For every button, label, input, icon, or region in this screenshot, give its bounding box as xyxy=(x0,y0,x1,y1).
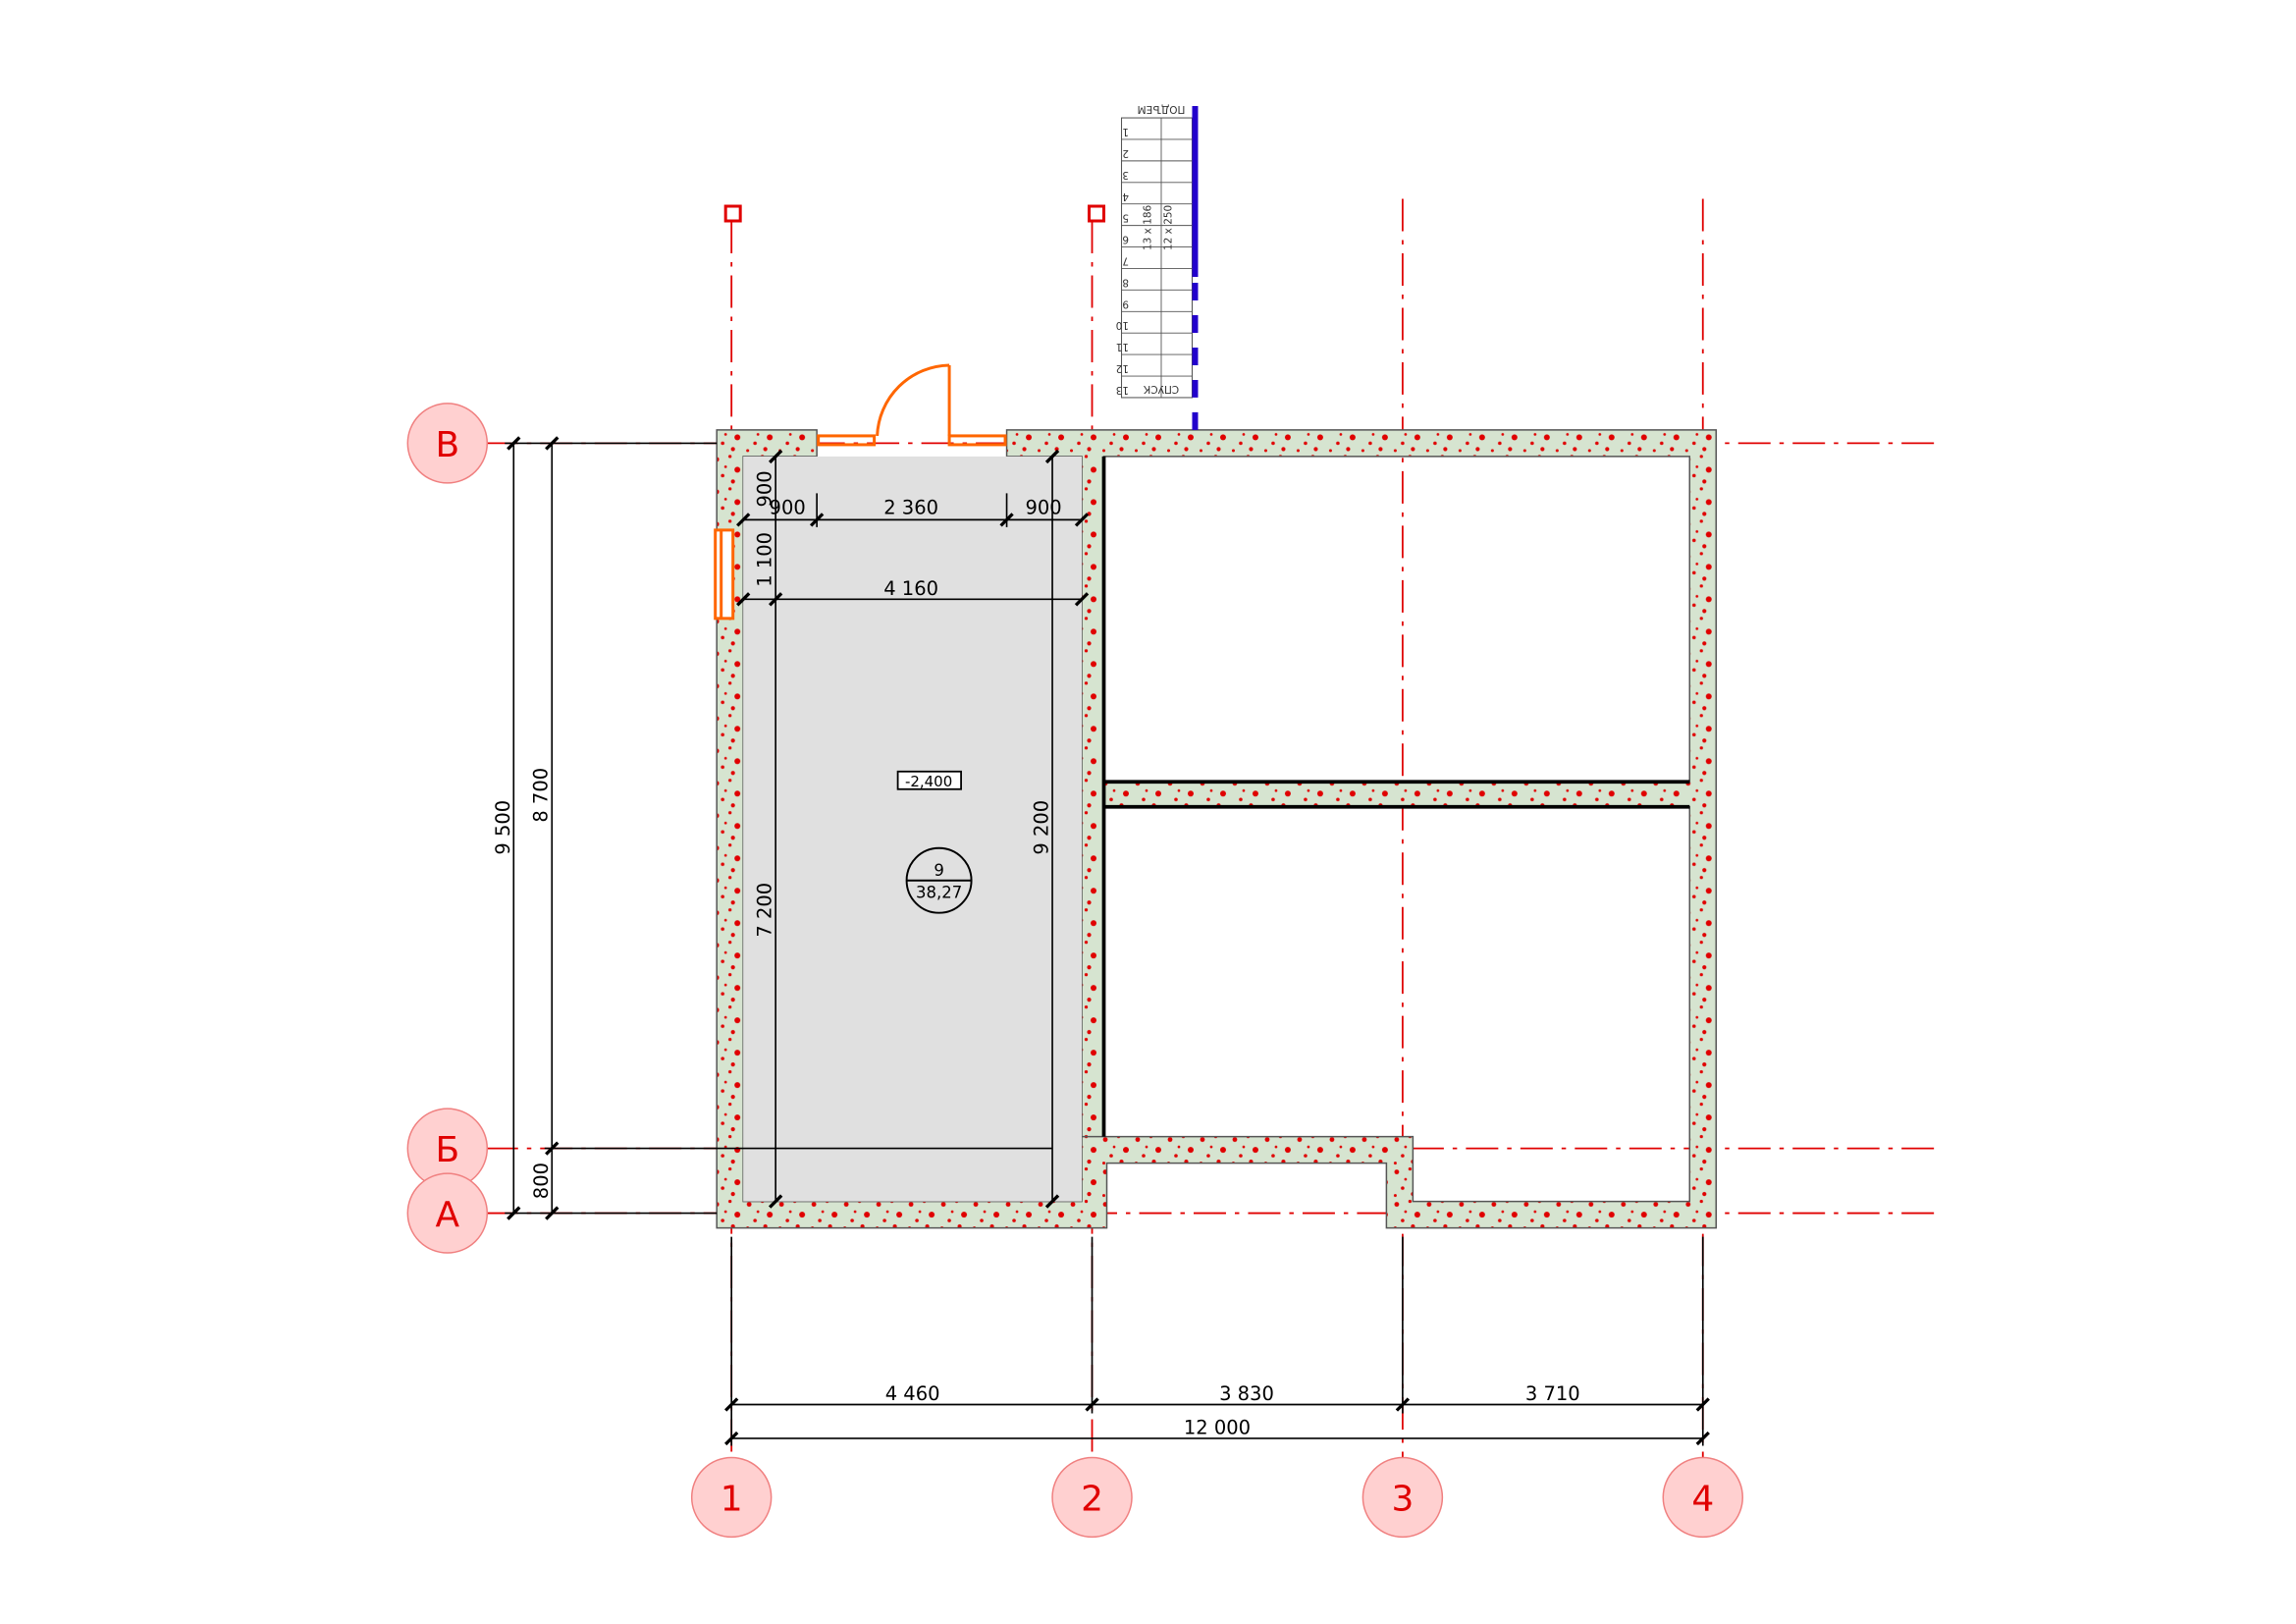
svg-text:А: А xyxy=(436,1195,460,1235)
grid-axes xyxy=(485,198,1944,1458)
axis-bubble-2: 2 xyxy=(1051,1456,1133,1539)
dim-door-right: 900 xyxy=(1025,496,1061,518)
stair-step-number: 4 xyxy=(1122,190,1129,202)
stair-step-number: 12 xyxy=(1116,362,1129,374)
stair-step-number: 13 xyxy=(1116,384,1129,396)
dim-top-offset: 900 xyxy=(754,470,776,507)
dim-door-width: 2 360 xyxy=(883,496,938,518)
svg-text:В: В xyxy=(435,425,459,465)
svg-text:3: 3 xyxy=(1391,1479,1414,1519)
dim-axis-b-v: 8 700 xyxy=(530,768,553,823)
dim-axis-a-b: 800 xyxy=(530,1163,553,1199)
dim-axis-1-2: 4 460 xyxy=(885,1382,940,1405)
stair-step-number: 8 xyxy=(1122,276,1129,288)
room-floor xyxy=(743,456,1083,1202)
stair-step-number: 2 xyxy=(1122,147,1129,159)
level-mark: -2,400 xyxy=(905,773,952,790)
dim-room-length: 7 200 xyxy=(754,883,776,938)
room-area: 38,27 xyxy=(916,884,962,902)
axis-bubble-4: 4 xyxy=(1662,1456,1743,1539)
svg-text:4: 4 xyxy=(1691,1479,1714,1519)
room-number: 9 xyxy=(934,861,944,880)
stair-spec-a: 13 x 186 xyxy=(1142,204,1153,250)
door xyxy=(817,363,1007,447)
stair-step-number: 11 xyxy=(1116,341,1129,352)
dim-door-left: 900 xyxy=(770,496,806,518)
stair-step-number: 7 xyxy=(1122,254,1129,266)
dim-window-offset: 1 100 xyxy=(754,532,776,587)
stair-step-number: 1 xyxy=(1122,126,1129,137)
stair: ПОДЪЕМ СПУСК 13 x 186 12 x 250 123456789… xyxy=(1116,103,1199,445)
window xyxy=(714,528,735,621)
room-tag: 9 38,27 xyxy=(905,846,973,914)
axis-bubble-v: В xyxy=(406,403,489,484)
stair-step-number: 9 xyxy=(1122,298,1129,309)
dimension-ticks xyxy=(507,436,1710,1446)
dimension-lines xyxy=(505,442,1704,1446)
axis-marker-1 xyxy=(723,204,742,223)
level-mark-box xyxy=(896,770,962,790)
dim-axis-3-4: 3 710 xyxy=(1525,1382,1580,1405)
stair-bottom-label: СПУСК xyxy=(1143,383,1179,395)
stair-step-number: 10 xyxy=(1116,319,1129,331)
stair-step-number: 5 xyxy=(1122,212,1129,224)
dim-axis-2-3: 3 830 xyxy=(1219,1382,1274,1405)
svg-text:2: 2 xyxy=(1081,1479,1103,1519)
dim-room-width: 4 160 xyxy=(883,577,938,600)
stair-top-label: ПОДЪЕМ xyxy=(1138,103,1186,115)
inner-wall-lines xyxy=(1101,456,1690,1137)
axis-bubble-a: А xyxy=(406,1172,489,1254)
axis-bubble-1: 1 xyxy=(690,1456,773,1539)
axis-marker-2 xyxy=(1088,204,1106,223)
axis-bubbles: 1 2 3 4 В Б А xyxy=(406,403,1743,1539)
svg-text:Б: Б xyxy=(435,1130,459,1170)
stair-step-number: 6 xyxy=(1122,234,1129,245)
axis-bubble-3: 3 xyxy=(1362,1456,1444,1539)
dim-room-length-total: 9 200 xyxy=(1031,800,1053,855)
dim-total-length: 9 500 xyxy=(492,800,514,855)
stair-step-number: 3 xyxy=(1122,169,1129,181)
svg-text:1: 1 xyxy=(721,1479,743,1519)
dim-total-width: 12 000 xyxy=(1184,1416,1251,1438)
dimension-labels: 4 460 3 830 3 710 12 000 9 500 8 700 800… xyxy=(492,470,1580,1438)
axis-bubble-b: Б xyxy=(406,1108,489,1189)
stair-spec-b: 12 x 250 xyxy=(1162,205,1174,250)
